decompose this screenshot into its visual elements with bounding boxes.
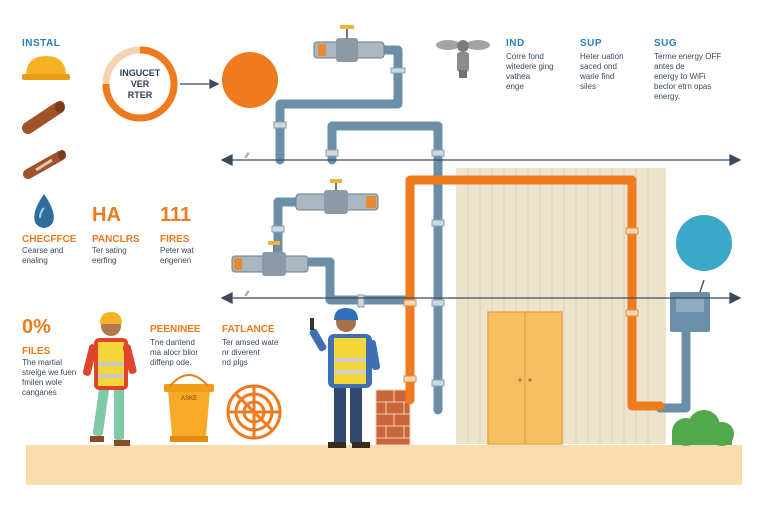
pipe-icon: [22, 101, 65, 134]
valve-top: [313, 25, 385, 62]
arrow-label-top: ∕∕: [246, 151, 249, 160]
pct-title: FILES: [22, 346, 51, 357]
n111-title: FIRES: [160, 234, 190, 245]
hardhat-icon: [22, 56, 70, 80]
ring-label: INGUCET VER RTER: [119, 68, 161, 100]
valve-middle: [295, 179, 379, 214]
heating-pipe: [405, 175, 665, 411]
valve-lower: [231, 241, 309, 276]
col-sup-body: Heter uation saced ond warle find siles: [580, 52, 624, 91]
pipe-wrapped-icon: [23, 150, 66, 179]
pct-big: 0%: [22, 316, 51, 338]
bucket-label: ASKE: [181, 396, 197, 402]
arrow-label-mid: ∕∕: [246, 289, 249, 298]
checkce-title: CHECFFCE: [22, 234, 77, 245]
checkce-body: Cearse and enaling: [22, 246, 64, 265]
bush: [672, 410, 734, 446]
control-box: [670, 279, 710, 332]
col-ind-title: IND: [506, 38, 525, 49]
fatlance-body: Ter amsed wate nr diverent nd plgs: [222, 338, 279, 367]
flow-arrows: [180, 78, 742, 305]
peenee-title: PEENINEE: [150, 324, 201, 335]
bucket: ASKE: [164, 374, 214, 442]
sky-circle: [676, 215, 732, 271]
n111-big: 111: [160, 204, 192, 226]
col-ind-body: Corre fond witedere ging vathea enge: [506, 52, 554, 91]
n111-body: Peter wat engenen: [160, 246, 194, 265]
install-title: INSTAL: [22, 38, 61, 49]
worker-right: [309, 308, 381, 448]
sprinkler-icon: [436, 40, 490, 78]
pipe-clamps: [271, 67, 445, 387]
ha-big: HA: [92, 204, 121, 226]
water-drop-icon: [34, 194, 54, 228]
peenee-body: Tne dantend ma alocr blior diffenp ode.: [150, 338, 199, 367]
progress-ring: [102, 46, 178, 122]
fatlance-title: FATLANCE: [222, 324, 275, 335]
ha-body: Ter sating eerfing: [92, 246, 127, 265]
col-sup-title: SUP: [580, 38, 603, 49]
worker-left: [82, 312, 137, 446]
hose-reel: [226, 384, 282, 440]
orange-circle: [222, 52, 278, 108]
pct-body: The martial streige we fuen fmilen wole …: [22, 358, 77, 397]
ha-title: PANCLRS: [92, 234, 140, 245]
col-sug-title: SUG: [654, 38, 678, 49]
ground: [26, 445, 742, 485]
brick-stack: [375, 389, 411, 446]
col-sug-body: Terme energy OFF antes de energy to WiFi…: [654, 52, 722, 101]
